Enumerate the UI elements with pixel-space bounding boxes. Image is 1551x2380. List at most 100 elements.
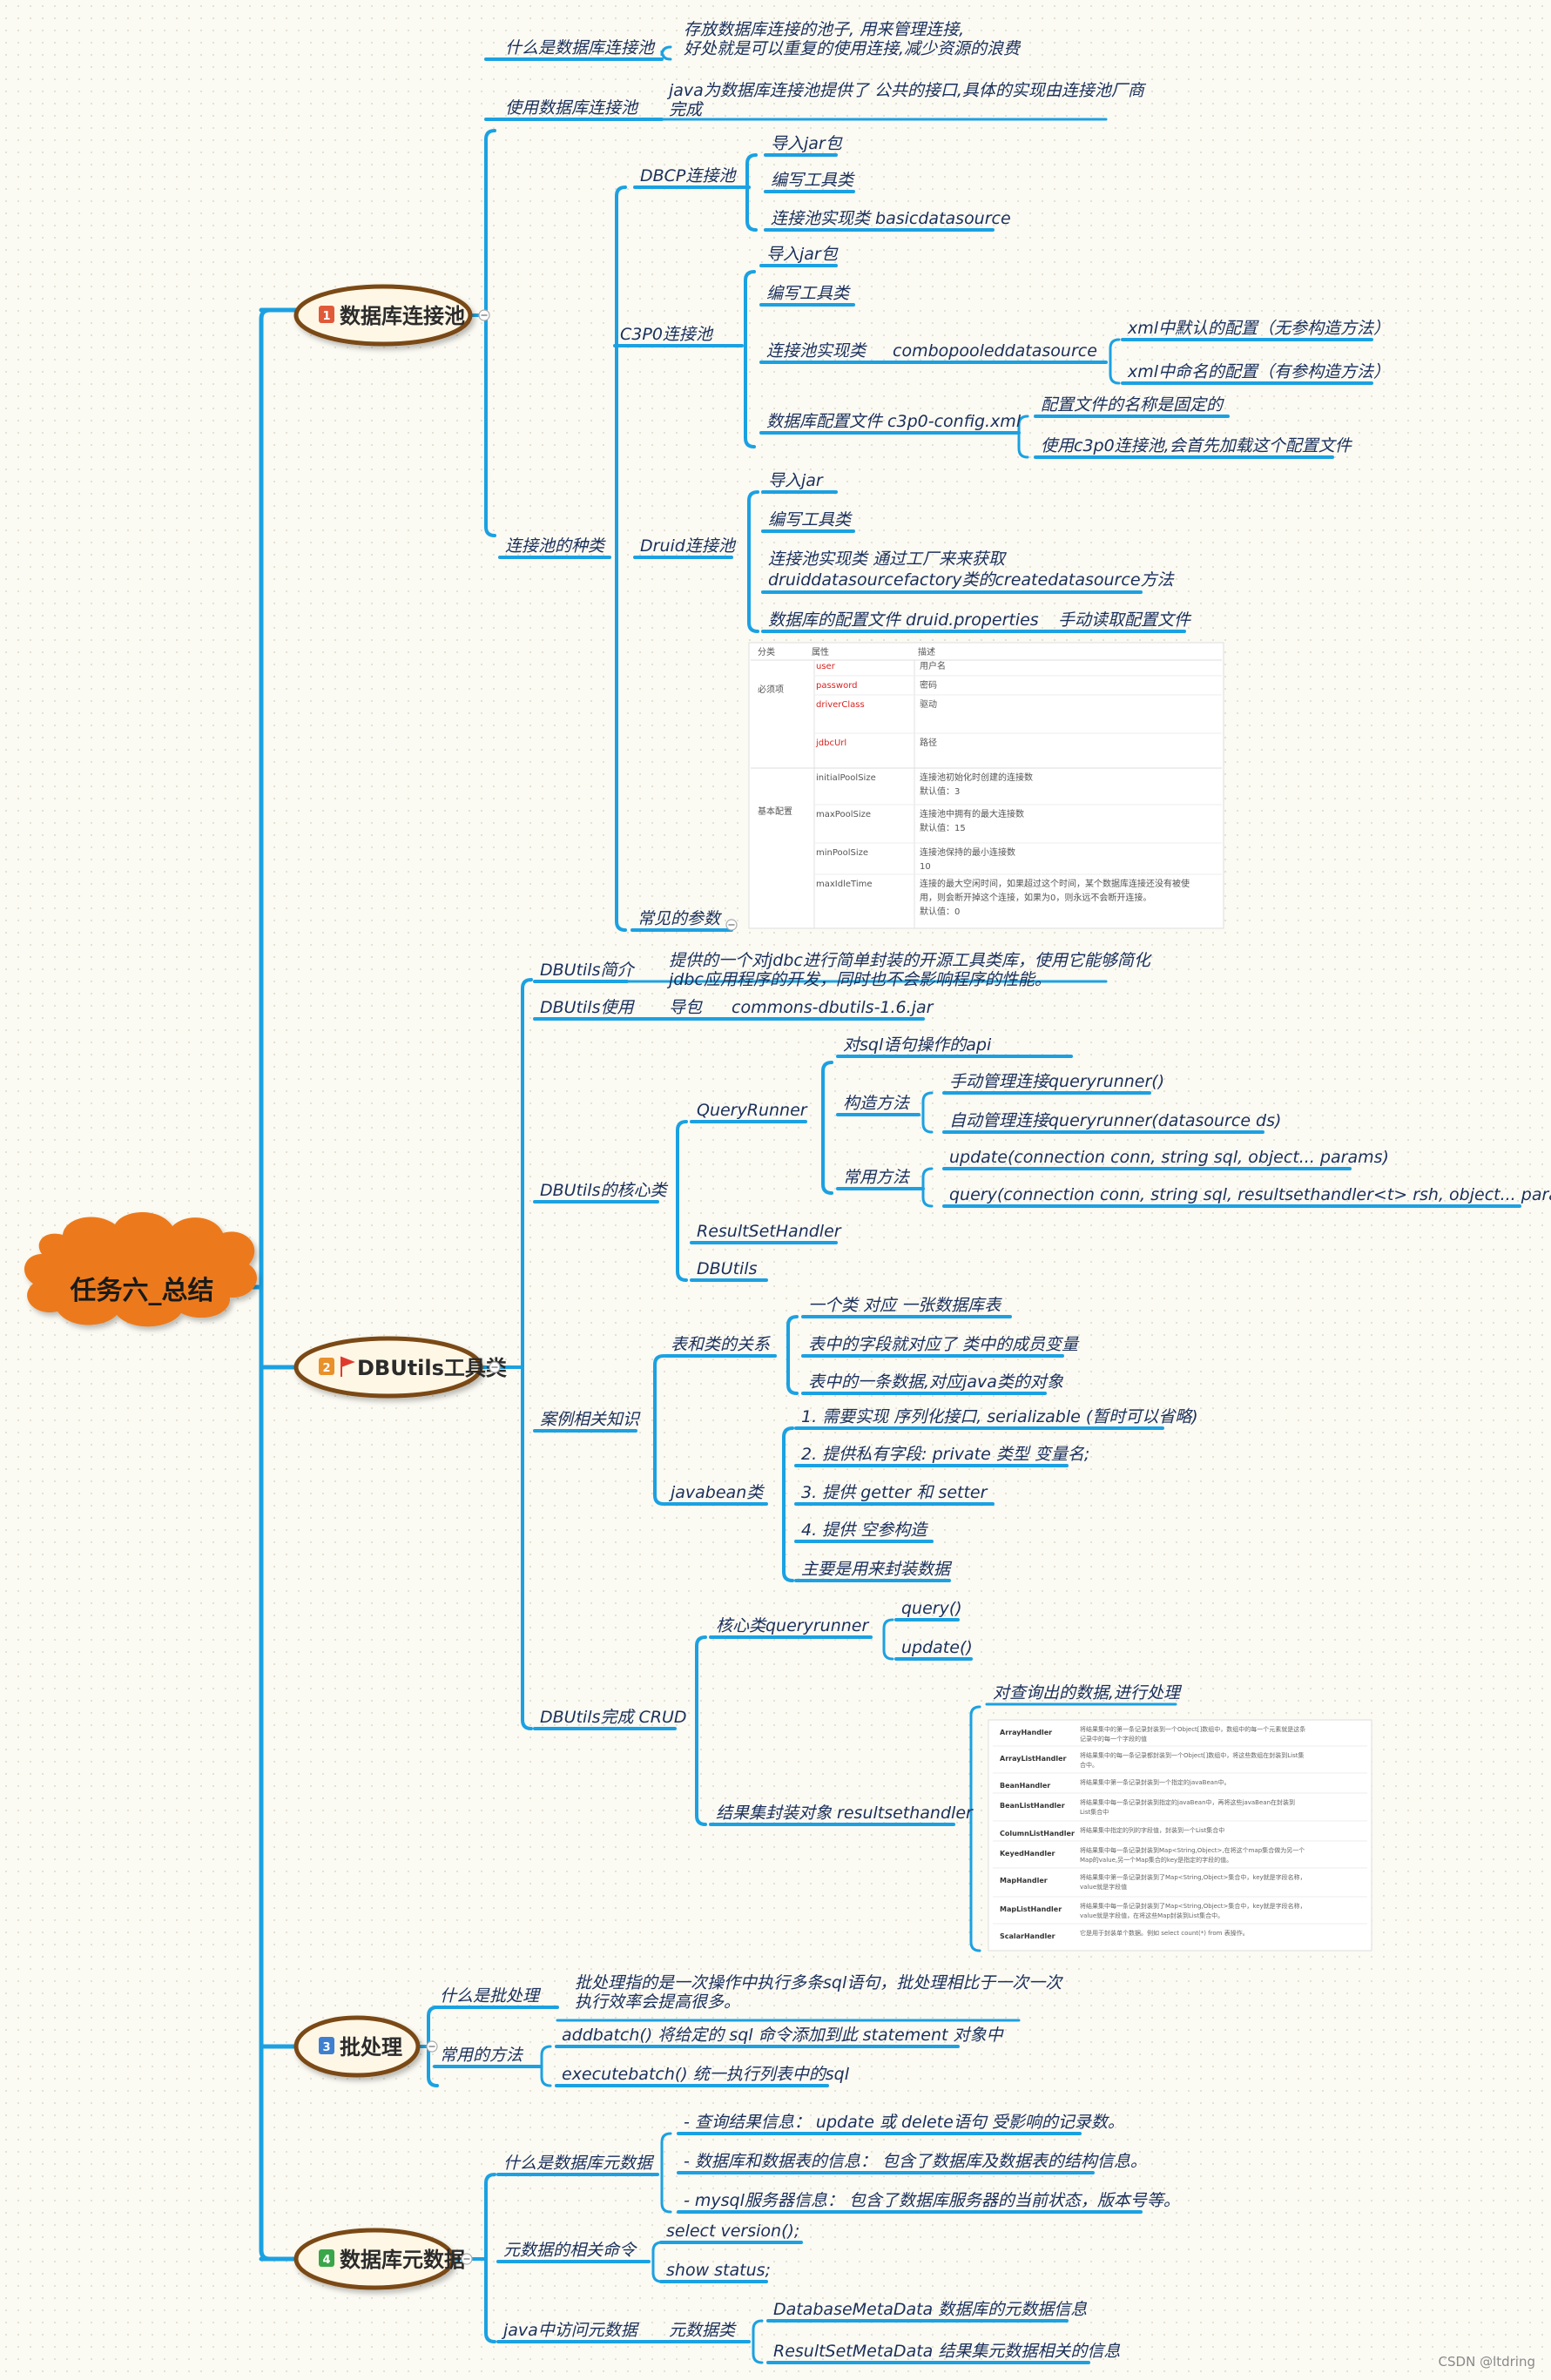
branch-line (744, 270, 756, 448)
collapse-toggle[interactable] (478, 309, 490, 321)
topic-label[interactable]: DatabaseMetaData 数据库的元数据信息 (773, 2300, 1087, 2319)
topic-label[interactable]: 编写工具类 (768, 510, 853, 529)
topic-label[interactable]: 数据库配置文件 c3p0-config.xml (766, 412, 1022, 431)
topic-note[interactable]: jdbc应用程序的开发，同时也不会影响程序的性能。 (666, 970, 1051, 989)
table-desc: 用户名 (920, 660, 946, 671)
topic-label[interactable]: 构造方法 (843, 1094, 911, 1113)
topic-note[interactable]: 好处就是可以重复的使用连接,减少资源的浪费 (684, 39, 1022, 58)
topic-label[interactable]: 导包 (669, 998, 703, 1017)
topic-label[interactable]: ResultSetMetaData 结果集元数据相关的信息 (773, 2342, 1120, 2361)
topic-label[interactable]: ResultSetHandler (697, 1222, 842, 1241)
topic-label[interactable]: javabean类 (668, 1483, 765, 1502)
topic-label[interactable]: DBUtils完成 CRUD (540, 1708, 687, 1727)
handler-name: ArrayListHandler (1000, 1755, 1067, 1763)
topic-label[interactable]: 导入jar包 (766, 245, 839, 264)
topic-label[interactable]: 主要是用来封装数据 (801, 1560, 953, 1579)
topic-label[interactable]: 使用c3p0连接池,会首先加载这个配置文件 (1041, 436, 1353, 455)
topic-label[interactable]: 3. 提供 getter 和 setter (801, 1483, 988, 1502)
topic-label[interactable]: 核心类queryrunner (716, 1616, 869, 1635)
topic-note[interactable]: 存放数据库连接的池子, 用来管理连接, (684, 20, 964, 39)
topic-note[interactable]: 提供的一个对jdbc进行简单封装的开源工具类库，使用它能够简化 (669, 951, 1152, 970)
topic-label[interactable]: - 查询结果信息： update 或 delete语句 受影响的记录数。 (684, 2113, 1124, 2132)
topic-note[interactable]: 完成 (669, 100, 705, 119)
topic-label[interactable]: 2. 提供私有字段: private 类型 变量名; (801, 1445, 1089, 1464)
topic-label[interactable]: 导入jar (768, 471, 824, 490)
topic-label[interactable]: 常用的方法 (440, 2046, 524, 2065)
handler-name: ColumnListHandler (1000, 1830, 1075, 1837)
topic-label[interactable]: select version(); (666, 2222, 799, 2241)
section-title: DBUtils工具类 (357, 1356, 508, 1380)
topic-label[interactable]: 什么是批处理 (440, 1986, 542, 2006)
topic-label[interactable]: 手动管理连接queryrunner() (949, 1072, 1164, 1091)
section-node-shape (293, 2228, 455, 2290)
topic-label[interactable]: 配置文件的名称是固定的 (1041, 395, 1224, 415)
topic-label[interactable]: 什么是数据库元数据 (503, 2154, 655, 2173)
topic-label[interactable]: 案例相关知识 (540, 1410, 641, 1429)
handler-name: ArrayHandler (1000, 1729, 1052, 1736)
topic-label[interactable]: 对查询出的数据,进行处理 (993, 1683, 1183, 1702)
topic-label[interactable]: 表中的字段就对应了 类中的成员变量 (808, 1335, 1080, 1354)
topic-label[interactable]: DBCP连接池 (640, 166, 737, 185)
handler-name: BeanHandler (1000, 1782, 1050, 1790)
topic-label[interactable]: xml中命名的配置（有参构造方法） (1127, 362, 1390, 381)
collapse-toggle[interactable] (426, 2040, 438, 2053)
topic-label[interactable]: QueryRunner (697, 1101, 808, 1120)
topic-label[interactable]: Druid连接池 (640, 536, 737, 556)
topic-label[interactable]: 导入jar包 (771, 134, 843, 153)
topic-note[interactable]: 执行效率会提高很多。 (575, 1992, 740, 2012)
topic-label[interactable]: DBUtils (697, 1259, 758, 1278)
topic-label[interactable]: 什么是数据库连接池 (505, 38, 656, 57)
topic-label[interactable]: 连接池的种类 (505, 536, 606, 556)
topic-label[interactable]: 4. 提供 空参构造 (801, 1520, 928, 1540)
topic-label[interactable]: 元数据的相关命令 (503, 2241, 637, 2260)
topic-label[interactable]: combopooleddatasource (893, 341, 1097, 361)
topic-label[interactable]: 常见的参数 (637, 909, 723, 928)
root-cloud-shape (24, 1212, 257, 1327)
topic-label[interactable]: - mysql服务器信息： 包含了数据库服务器的当前状态，版本号等。 (684, 2191, 1180, 2210)
topic-label[interactable]: 对sql语句操作的api (843, 1035, 992, 1055)
topic-label[interactable]: DBUtils简介 (540, 961, 635, 980)
topic-note[interactable]: java为数据库连接池提供了 公共的接口,具体的实现由连接池厂商 (666, 81, 1147, 100)
topic-note[interactable]: 批处理指的是一次操作中执行多条sql语句，批处理相比于一次一次 (575, 1973, 1063, 1992)
topic-label[interactable]: 一个类 对应 一张数据库表 (808, 1296, 1002, 1315)
topic-label[interactable]: update(connection conn, string sql, obje… (949, 1148, 1389, 1167)
topic-label[interactable]: update() (901, 1638, 973, 1657)
topic-label[interactable]: druiddatasourcefactory类的createdatasource… (768, 570, 1176, 590)
topic-label[interactable]: 表和类的关系 (671, 1335, 771, 1354)
topic-label[interactable]: 手动读取配置文件 (1058, 610, 1192, 630)
topic-label[interactable]: 元数据类 (669, 2321, 737, 2340)
topic-label[interactable]: executebatch() 统一执行列表中的sql (562, 2065, 850, 2084)
topic-label[interactable]: DBUtils使用 (540, 998, 635, 1017)
topic-label[interactable]: C3P0连接池 (620, 325, 714, 344)
collapse-toggle[interactable] (461, 2253, 473, 2265)
topic-label[interactable]: DBUtils的核心类 (540, 1181, 668, 1200)
topic-label[interactable]: java中访问元数据 (501, 2321, 640, 2340)
topic-label[interactable]: 连接池实现类 (766, 341, 867, 361)
topic-label[interactable]: 连接池实现类 通过工厂来来获取 (768, 549, 1008, 569)
collapse-toggle[interactable] (489, 1361, 501, 1373)
root-topic[interactable]: 任务六_总结 (24, 1212, 257, 1327)
topic-label[interactable]: 表中的一条数据,对应java类的对象 (808, 1372, 1064, 1392)
topic-label[interactable]: commons-dbutils-1.6.jar (732, 998, 934, 1017)
collapse-toggle[interactable] (725, 919, 738, 931)
topic-label[interactable]: 编写工具类 (771, 171, 855, 190)
topic-label[interactable]: 结果集封装对象 resultsethandler (716, 1804, 974, 1823)
topic-label[interactable]: 连接池实现类 basicdatasource (771, 209, 1011, 228)
topic-label[interactable]: 编写工具类 (766, 284, 851, 303)
topic-label[interactable]: 常用方法 (843, 1168, 911, 1187)
topic-label[interactable]: - 数据库和数据表的信息： 包含了数据库及数据表的结构信息。 (684, 2152, 1147, 2171)
topic-label[interactable]: show status; (666, 2261, 771, 2280)
topic-label[interactable]: query() (901, 1599, 962, 1618)
topic-label[interactable]: 1. 需要实现 序列化接口, serializable (暂时可以省略) (801, 1407, 1198, 1426)
topic-label[interactable]: 自动管理连接queryrunner(datasource ds) (949, 1111, 1281, 1130)
topic-label[interactable]: 使用数据库连接池 (505, 98, 639, 118)
topic-label[interactable]: xml中默认的配置（无参构造方法） (1127, 319, 1390, 338)
topic-label[interactable]: query(connection conn, string sql, resul… (949, 1185, 1551, 1204)
topic-label[interactable]: 数据库的配置文件 druid.properties (768, 610, 1039, 630)
topic-label[interactable]: addbatch() 将给定的 sql 命令添加到此 statement 对象中 (562, 2026, 1004, 2045)
